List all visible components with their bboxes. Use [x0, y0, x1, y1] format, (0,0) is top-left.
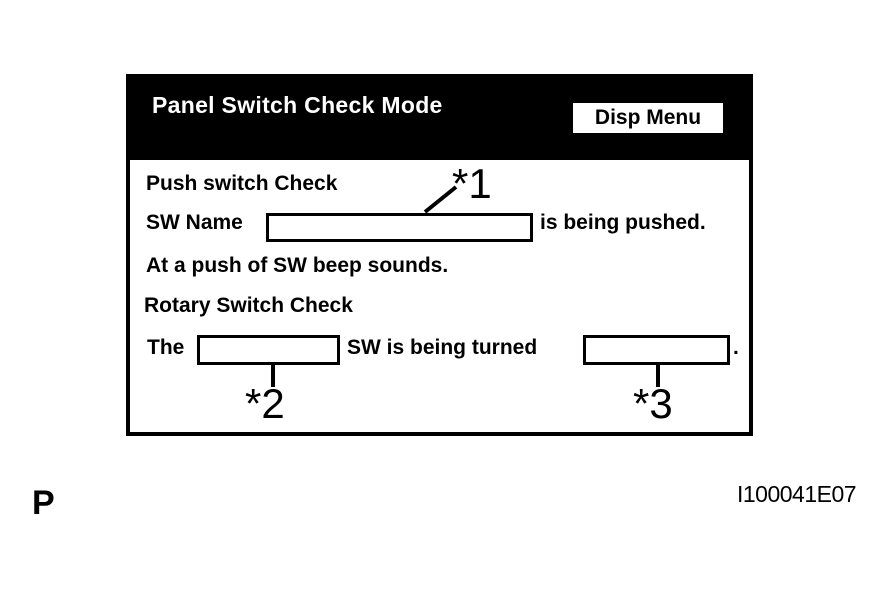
sw-name-value-box: [266, 213, 533, 242]
callout-3-label: *3: [633, 380, 673, 427]
panel-title: Panel Switch Check Mode: [152, 92, 443, 118]
figure-id: I100041E07: [737, 481, 857, 507]
push-switch-check-label: Push switch Check: [146, 172, 338, 195]
callout-1-label: *1: [452, 160, 492, 207]
beep-sounds-label: At a push of SW beep sounds.: [146, 254, 449, 277]
panel-body: Push switch Check SW Name is being pushe…: [126, 160, 753, 436]
rotary-switch-check-label: Rotary Switch Check: [144, 294, 353, 317]
turn-direction-box: [583, 335, 730, 365]
disp-menu-button[interactable]: Disp Menu: [573, 103, 723, 133]
rotary-sw-name-box: [197, 335, 340, 365]
sw-name-label: SW Name: [146, 211, 243, 234]
panel-header: Panel Switch Check Mode Disp Menu: [126, 74, 753, 160]
is-being-pushed-label: is being pushed.: [540, 211, 706, 234]
sentence-period: .: [733, 336, 739, 359]
the-label: The: [147, 336, 185, 359]
sw-being-turned-label: SW is being turned: [347, 336, 538, 359]
display-panel: Panel Switch Check Mode Disp Menu Push s…: [126, 74, 753, 436]
callout-2-label: *2: [245, 380, 285, 427]
page-marker: P: [32, 484, 55, 522]
